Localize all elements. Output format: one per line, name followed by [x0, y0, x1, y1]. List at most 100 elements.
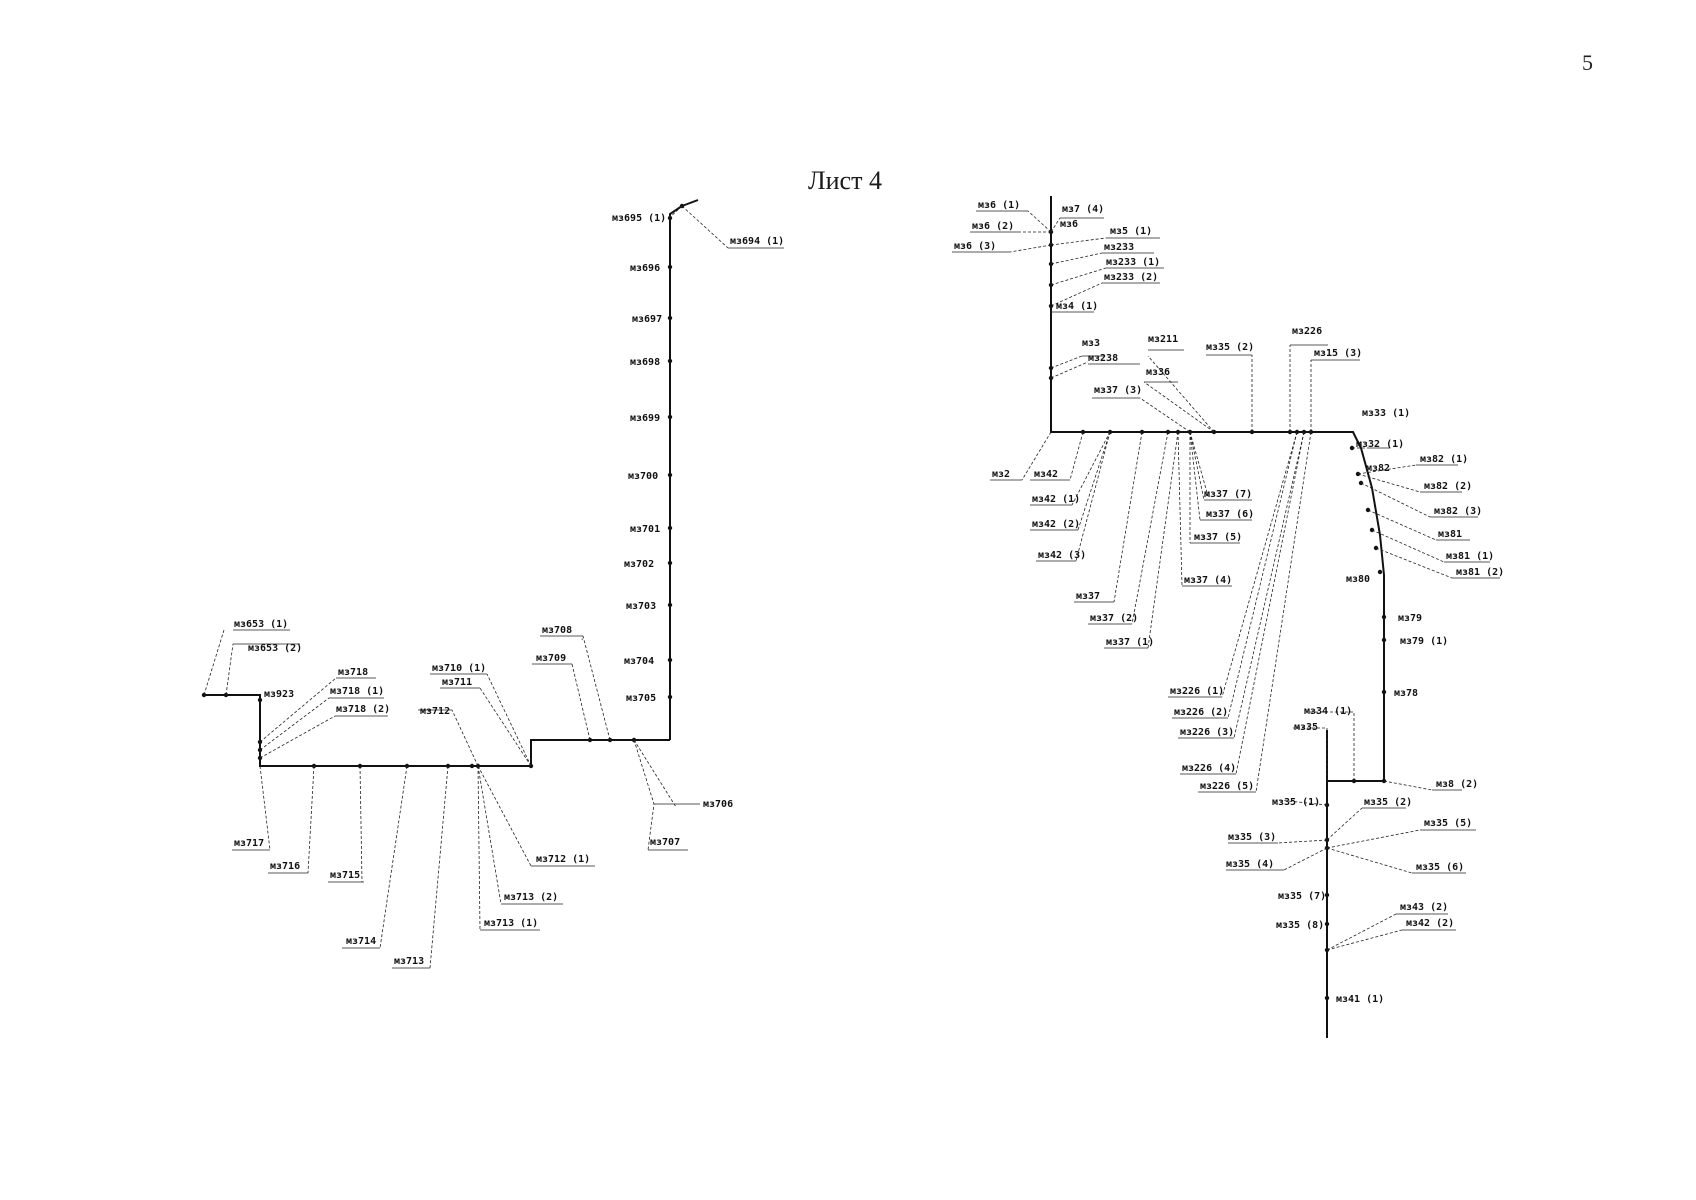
label-mz696: мз696: [630, 263, 660, 274]
label-mz713: мз713: [394, 956, 424, 967]
sheet-title: Лист 4: [808, 166, 882, 195]
label-mz42-1: мз42 (1): [1032, 494, 1080, 505]
label-mz695-1: мз695 (1): [612, 213, 666, 224]
label-mz226-1: мз226 (1): [1170, 686, 1224, 697]
label-mz707: мз707: [650, 837, 680, 848]
label-mz82: мз82: [1366, 463, 1390, 474]
label-mz82-3: мз82 (3): [1434, 506, 1482, 517]
label-mz699: мз699: [630, 413, 660, 424]
label-mz653-2: мз653 (2): [248, 643, 302, 654]
label-mz34-1: мз34 (1): [1304, 706, 1352, 717]
label-mz43-2: мз43 (2): [1400, 902, 1448, 913]
label-mz80: мз80: [1346, 574, 1370, 585]
label-mz37-5: мз37 (5): [1194, 532, 1242, 543]
label-mz701: мз701: [630, 524, 660, 535]
label-mz81: мз81: [1438, 529, 1462, 540]
page-number: 5: [1582, 50, 1593, 75]
label-mz79-1: мз79 (1): [1400, 636, 1448, 647]
label-mz700: мз700: [628, 471, 658, 482]
label-mz697: мз697: [632, 314, 662, 325]
label-mz37-3: мз37 (3): [1094, 385, 1142, 396]
label-mz35-5: мз35 (5): [1424, 818, 1472, 829]
label-mz713-1: мз713 (1): [484, 918, 538, 929]
label-mz702: мз702: [624, 559, 654, 570]
label-mz233-1: мз233 (1): [1106, 257, 1160, 268]
label-mz4-1: мз4 (1): [1056, 301, 1098, 312]
label-mz711: мз711: [442, 677, 472, 688]
label-mz211: мз211: [1148, 334, 1178, 345]
label-mz35-3: мз35 (3): [1228, 832, 1276, 843]
label-mz15-3: мз15 (3): [1314, 348, 1362, 359]
label-mz42: мз42: [1034, 469, 1058, 480]
label-mz7-4: мз7 (4): [1062, 204, 1104, 215]
label-mz705: мз705: [626, 693, 656, 704]
label-mz42-2b: мз42 (2): [1406, 918, 1454, 929]
label-mz6-1: мз6 (1): [978, 200, 1020, 211]
label-mz35-8: мз35 (8): [1276, 920, 1324, 931]
label-mz6-3: мз6 (3): [954, 241, 996, 252]
label-mz653-1: мз653 (1): [234, 619, 288, 630]
label-mz37-4: мз37 (4): [1184, 575, 1232, 586]
label-mz81-1: мз81 (1): [1446, 551, 1494, 562]
label-mz41-1: мз41 (1): [1336, 994, 1384, 1005]
label-mz35-4: мз35 (4): [1226, 859, 1274, 870]
label-mz37: мз37: [1076, 591, 1100, 602]
label-mz226: мз226: [1292, 326, 1322, 337]
label-mz8-2: мз8 (2): [1436, 779, 1478, 790]
label-mz226-5: мз226 (5): [1200, 781, 1254, 792]
label-mz3: мз3: [1082, 338, 1100, 349]
label-mz37-2: мз37 (2): [1090, 613, 1138, 624]
label-mz35-2: мз35 (2): [1364, 797, 1412, 808]
label-mz226-3: мз226 (3): [1180, 727, 1234, 738]
label-mz712: мз712: [420, 706, 450, 717]
label-mz2: мз2: [992, 469, 1010, 480]
label-mz37-7: мз37 (7): [1204, 489, 1252, 500]
label-mz42-3: мз42 (3): [1038, 550, 1086, 561]
label-mz35-2-top: мз35 (2): [1206, 342, 1254, 353]
label-mz712-1: мз712 (1): [536, 854, 590, 865]
trunk-left-stub: [681, 199, 699, 207]
label-mz709: мз709: [536, 653, 566, 664]
label-mz42-2: мз42 (2): [1032, 519, 1080, 530]
label-mz698: мз698: [630, 357, 660, 368]
label-mz710-1: мз710 (1): [432, 663, 486, 674]
label-mz82-2: мз82 (2): [1424, 481, 1472, 492]
label-mz694-1: мз694 (1): [730, 236, 784, 247]
label-mz706: мз706: [703, 799, 733, 810]
label-mz704: мз704: [624, 656, 654, 667]
label-mz35: мз35: [1294, 722, 1318, 733]
label-mz713-2: мз713 (2): [504, 892, 558, 903]
label-mz226-2: мз226 (2): [1174, 707, 1228, 718]
left-network: мз695 (1) мз694 (1) мз696 мз697 мз698 мз…: [201, 199, 784, 969]
label-mz35-6: мз35 (6): [1416, 862, 1464, 873]
label-mz717: мз717: [234, 838, 264, 849]
label-mz78: мз78: [1394, 688, 1418, 699]
label-mz716: мз716: [270, 861, 300, 872]
label-mz923: мз923: [264, 689, 294, 700]
label-mz238: мз238: [1088, 353, 1118, 364]
label-mz82-1: мз82 (1): [1420, 454, 1468, 465]
label-mz35-1: мз35 (1): [1272, 797, 1320, 808]
label-mz81-2: мз81 (2): [1456, 567, 1504, 578]
label-mz233: мз233: [1104, 242, 1134, 253]
label-mz6-2: мз6 (2): [972, 221, 1014, 232]
label-mz718: мз718: [338, 667, 368, 678]
label-mz5-1: мз5 (1): [1110, 226, 1152, 237]
label-mz37-1: мз37 (1): [1106, 637, 1154, 648]
right-network: мз6 (1) мз6 (2) мз6 (3) мз7 (4) мз6 мз5 …: [952, 196, 1504, 1038]
label-mz718-1: мз718 (1): [330, 686, 384, 697]
label-mz233-2: мз233 (2): [1104, 272, 1158, 283]
label-mz37-6: мз37 (6): [1206, 509, 1254, 520]
label-mz6: мз6: [1060, 219, 1078, 230]
label-mz226-4: мз226 (4): [1182, 763, 1236, 774]
label-mz36: мз36: [1146, 367, 1170, 378]
label-mz715: мз715: [330, 870, 360, 881]
label-mz714: мз714: [346, 936, 376, 947]
trunk-left-horizontal: [204, 694, 670, 767]
label-mz32-1: мз32 (1): [1356, 439, 1404, 450]
label-mz33-1: мз33 (1): [1362, 408, 1410, 419]
label-mz703: мз703: [626, 601, 656, 612]
label-mz718-2: мз718 (2): [336, 704, 390, 715]
label-mz35-7: мз35 (7): [1278, 891, 1326, 902]
